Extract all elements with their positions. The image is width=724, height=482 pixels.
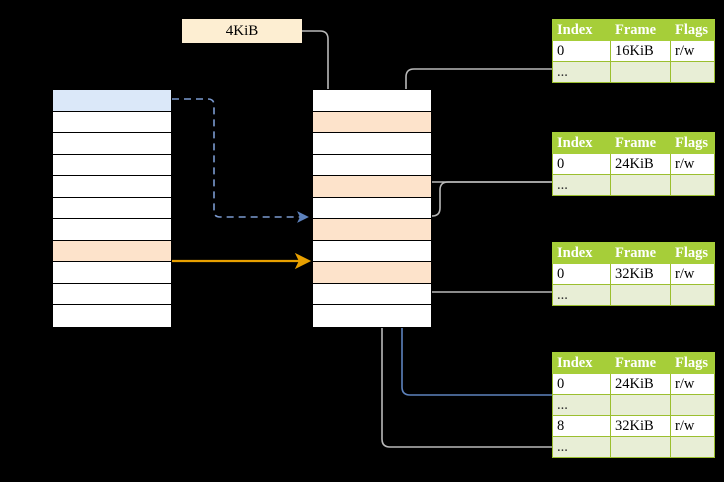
column-header-index: Index: [552, 352, 611, 374]
column-header-frame: Frame: [610, 19, 671, 41]
column-header-frame: Frame: [610, 242, 671, 264]
table-row: ...: [552, 174, 715, 196]
virtual-page-row-7: [53, 219, 171, 241]
cell-flags: [670, 436, 715, 458]
virtual-page-row-3: [53, 133, 171, 155]
physical-frame-row-5: [313, 176, 431, 198]
cell-frame: [610, 394, 671, 416]
virtual-page-row-5: [53, 176, 171, 198]
physical-frame-row-8: [313, 240, 431, 263]
cell-frame: [610, 284, 671, 306]
cell-flags: [670, 61, 715, 83]
cell-frame: [610, 174, 671, 196]
column-header-index: Index: [552, 242, 611, 264]
virtual-page-row-9: [53, 262, 171, 284]
physical-frame-row-1: [313, 90, 431, 112]
virtual-address-space-column: [52, 89, 172, 328]
size-label-text: 4KiB: [225, 22, 259, 39]
physical-frame-row-3: [313, 133, 431, 155]
column-header-flags: Flags: [670, 19, 715, 41]
column-header-flags: Flags: [670, 352, 715, 374]
virtual-page-row-1: [53, 90, 171, 112]
column-header-flags: Flags: [670, 242, 715, 264]
physical-frame-row-11: [313, 305, 431, 327]
cell-flags: [670, 394, 715, 416]
column-header-index: Index: [552, 19, 611, 41]
cell-index: 0: [552, 373, 611, 395]
physical-frame-row-6: [313, 197, 431, 220]
cell-frame: 16KiB: [610, 40, 671, 62]
virtual-page-row-11: [53, 305, 171, 327]
cell-index: ...: [552, 394, 611, 416]
physical-frame-row-9: [313, 262, 431, 284]
cell-index: 0: [552, 263, 611, 285]
table-row: ...: [552, 61, 715, 83]
cell-flags: [670, 284, 715, 306]
column-header-frame: Frame: [610, 132, 671, 154]
cell-flags: r/w: [670, 153, 715, 175]
virtual-page-row-6: [53, 197, 171, 220]
table-row: ...: [552, 284, 715, 306]
cell-frame: 32KiB: [610, 415, 671, 437]
physical-frame-row-7: [313, 219, 431, 241]
cell-frame: 32KiB: [610, 263, 671, 285]
table-row: ...: [552, 436, 715, 458]
column-header-frame: Frame: [610, 352, 671, 374]
physical-frame-row-10: [313, 283, 431, 306]
cell-flags: r/w: [670, 373, 715, 395]
virtual-page-row-2: [53, 111, 171, 134]
cell-index: ...: [552, 61, 611, 83]
cell-flags: [670, 174, 715, 196]
cell-frame: [610, 436, 671, 458]
cell-index: ...: [552, 174, 611, 196]
column-header-flags: Flags: [670, 132, 715, 154]
cell-frame: [610, 61, 671, 83]
physical-memory-column: [312, 89, 432, 328]
cell-index: 8: [552, 415, 611, 437]
cell-index: 0: [552, 153, 611, 175]
table-row: ...: [552, 394, 715, 416]
size-label-4kib: 4KiB: [182, 19, 302, 43]
cell-flags: r/w: [670, 40, 715, 62]
physical-frame-row-2: [313, 111, 431, 134]
physical-frame-row-4: [313, 154, 431, 177]
virtual-page-row-8: [53, 240, 171, 263]
cell-flags: r/w: [670, 415, 715, 437]
column-header-index: Index: [552, 132, 611, 154]
cell-flags: r/w: [670, 263, 715, 285]
virtual-page-row-10: [53, 283, 171, 306]
virtual-page-row-4: [53, 154, 171, 177]
cell-index: 0: [552, 40, 611, 62]
connector-virtual-page-to-frame-dashed: [172, 98, 309, 223]
cell-index: ...: [552, 284, 611, 306]
cell-frame: 24KiB: [610, 373, 671, 395]
cell-frame: 24KiB: [610, 153, 671, 175]
cell-index: ...: [552, 436, 611, 458]
